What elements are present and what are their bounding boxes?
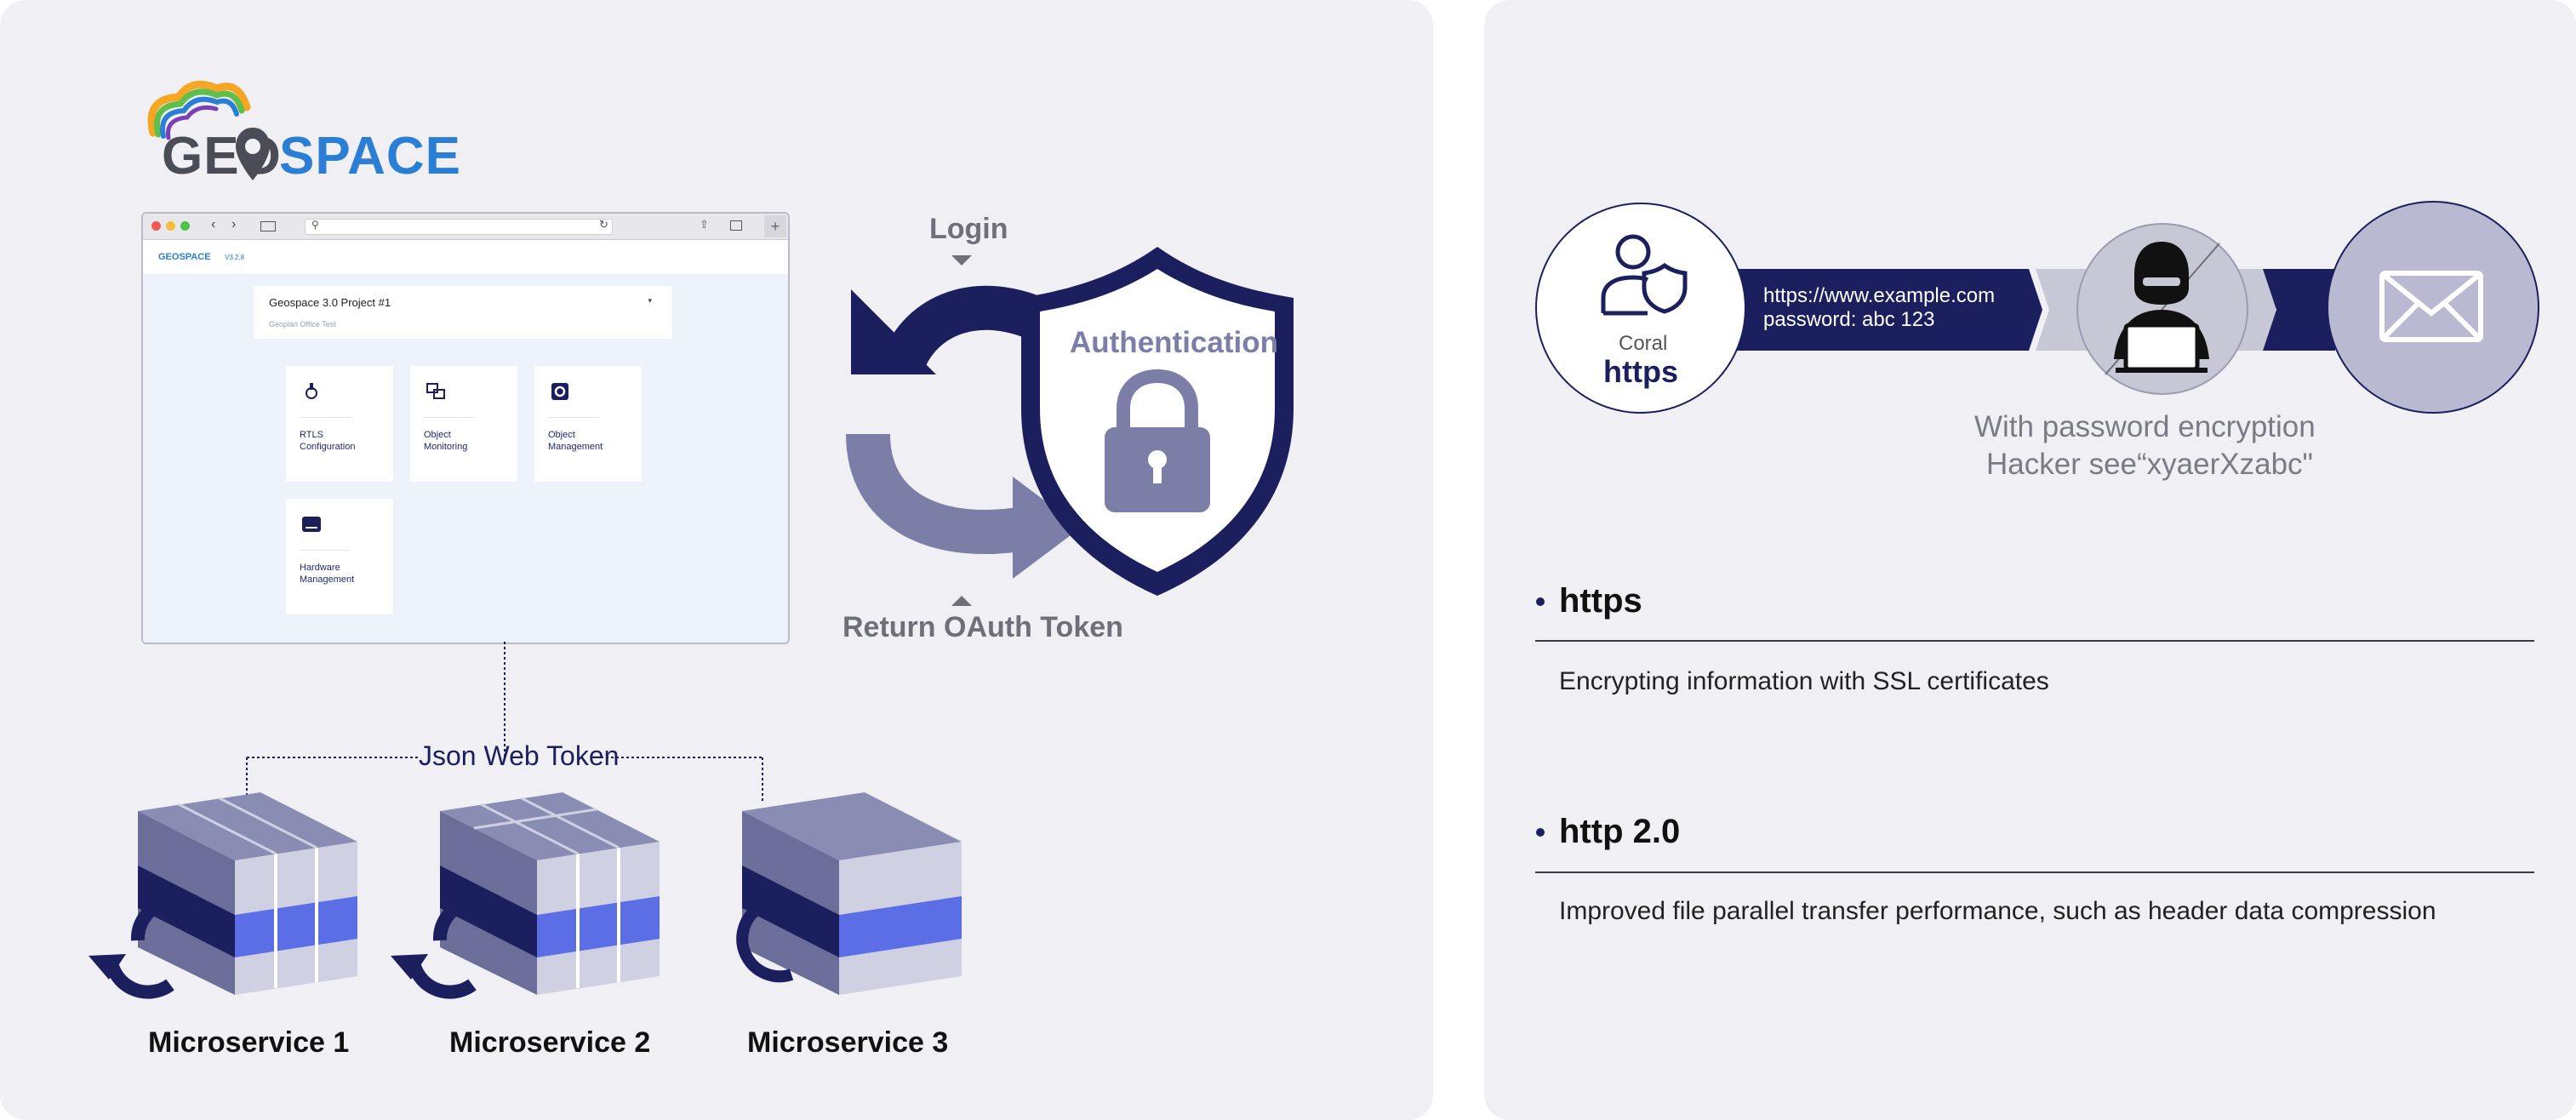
tile-label-line: Configuration	[300, 442, 356, 452]
section-desc-http2: Improved file parallel transfer performa…	[1559, 897, 2436, 925]
tile-label-line: Object	[424, 430, 451, 440]
tile-label-monitoring: Object Monitoring	[424, 429, 509, 453]
close-dot-icon[interactable]	[151, 221, 161, 231]
jwt-connector	[246, 642, 763, 802]
location-pin-icon	[236, 128, 270, 180]
back-icon[interactable]: ‹	[211, 217, 216, 231]
project-title: Geospace 3.0 Project #1	[269, 296, 391, 309]
authentication-label: Authentication	[1070, 326, 1278, 359]
tile-object-management[interactable]: Object Management	[534, 366, 642, 482]
app-logo: GEOSPACE	[158, 252, 211, 262]
tile-divider	[300, 417, 351, 418]
maximize-dot-icon[interactable]	[180, 221, 190, 231]
tile-label-line: Management	[548, 442, 603, 452]
tile-divider	[548, 417, 599, 418]
search-icon: ⚲	[311, 219, 319, 231]
app-version: V3.2.8	[225, 254, 245, 261]
gear-icon	[551, 383, 568, 400]
sidebar-icon[interactable]	[260, 221, 276, 231]
tile-label-rtls: RTLS Configuration	[300, 429, 385, 453]
tile-rtls-configuration[interactable]: RTLS Configuration	[286, 366, 393, 482]
bullet-icon	[1536, 828, 1545, 837]
microservice-1-cube	[89, 792, 357, 999]
mail-circle	[2327, 201, 2539, 414]
hardware-icon	[302, 517, 321, 532]
microservice-3-label: Microservice 3	[747, 1026, 949, 1059]
browser-toolbar: ‹ › ⚲ ↻ ⇧ +	[143, 214, 788, 240]
encryption-caption-line1: With password encryption	[1974, 410, 2316, 443]
tile-hardware-management[interactable]: Hardware Management	[286, 499, 393, 614]
mail-icon	[2379, 271, 2483, 342]
tile-label-line: Hardware	[300, 563, 340, 573]
tile-label-line: Monitoring	[424, 442, 468, 452]
section-divider	[1535, 871, 2534, 873]
coral-label: Coral	[1619, 332, 1668, 355]
logo-space-text: SPACE	[279, 127, 462, 186]
app-body: Geospace 3.0 Project #1 Geoplan Office T…	[143, 274, 788, 643]
tile-object-monitoring[interactable]: Object Monitoring	[410, 366, 517, 482]
banner-url: https://www.example.com	[1763, 284, 1996, 307]
tile-label-line: Management	[300, 574, 355, 585]
login-caret-icon	[951, 255, 972, 266]
microservice-2-label: Microservice 2	[449, 1026, 651, 1059]
login-label: Login	[929, 213, 1008, 245]
chevron-down-icon[interactable]: ▾	[648, 296, 652, 305]
section-divider	[1535, 640, 2534, 642]
address-bar[interactable]	[305, 219, 613, 235]
project-subtitle: Geoplan Office Test	[269, 320, 336, 329]
left-panel: GEO SPACE ‹ › ⚲ ↻ ⇧ + GEOSPACE V3.2.8 Ge…	[0, 0, 1433, 1120]
tile-label-line: RTLS	[300, 430, 323, 440]
minimize-dot-icon[interactable]	[166, 221, 175, 231]
microservice-1-label: Microservice 1	[148, 1026, 350, 1059]
user-shield-icon	[1601, 234, 1688, 316]
https-circle-label: https	[1603, 354, 1678, 389]
hacker-icon	[2105, 242, 2220, 375]
project-selector[interactable]: Geospace 3.0 Project #1 Geoplan Office T…	[254, 286, 672, 339]
browser-window: ‹ › ⚲ ↻ ⇧ + GEOSPACE V3.2.8 Geospace 3.0…	[141, 212, 790, 644]
return-oauth-token-label: Return OAuth Token	[842, 611, 1123, 643]
reload-icon[interactable]: ↻	[599, 218, 608, 231]
tile-divider	[424, 417, 475, 418]
microservice-2-cube	[391, 792, 660, 999]
tile-label-management: Object Management	[548, 429, 633, 453]
section-title-https: https	[1559, 582, 1642, 620]
tile-divider	[300, 550, 351, 551]
microservice-3-cube	[736, 792, 962, 995]
app-header: GEOSPACE V3.2.8	[143, 240, 788, 275]
return-caret-icon	[951, 596, 972, 606]
share-icon[interactable]: ⇧	[700, 218, 709, 231]
pin-icon	[306, 383, 317, 399]
forward-icon[interactable]: ›	[231, 217, 237, 231]
bullet-icon	[1536, 597, 1545, 606]
section-title-http2: http 2.0	[1559, 813, 1681, 850]
section-desc-https: Encrypting information with SSL certific…	[1559, 667, 2049, 695]
auth-shield-graphic	[846, 247, 1294, 596]
encryption-caption-line2: Hacker see“xyaerXzabc"	[1986, 448, 2313, 481]
jwt-label: Json Web Token	[419, 740, 620, 771]
tile-label-line: Object	[548, 430, 575, 440]
tabs-icon[interactable]	[730, 220, 742, 231]
geospace-logo-cloud	[147, 80, 251, 140]
right-panel: https://www.example.com password: abc 12…	[1484, 0, 2576, 1120]
tile-label-hardware: Hardware Management	[300, 562, 385, 586]
banner-password: password: abc 123	[1763, 308, 1935, 331]
new-tab-icon[interactable]: +	[764, 215, 786, 237]
monitor-icon	[426, 383, 445, 399]
